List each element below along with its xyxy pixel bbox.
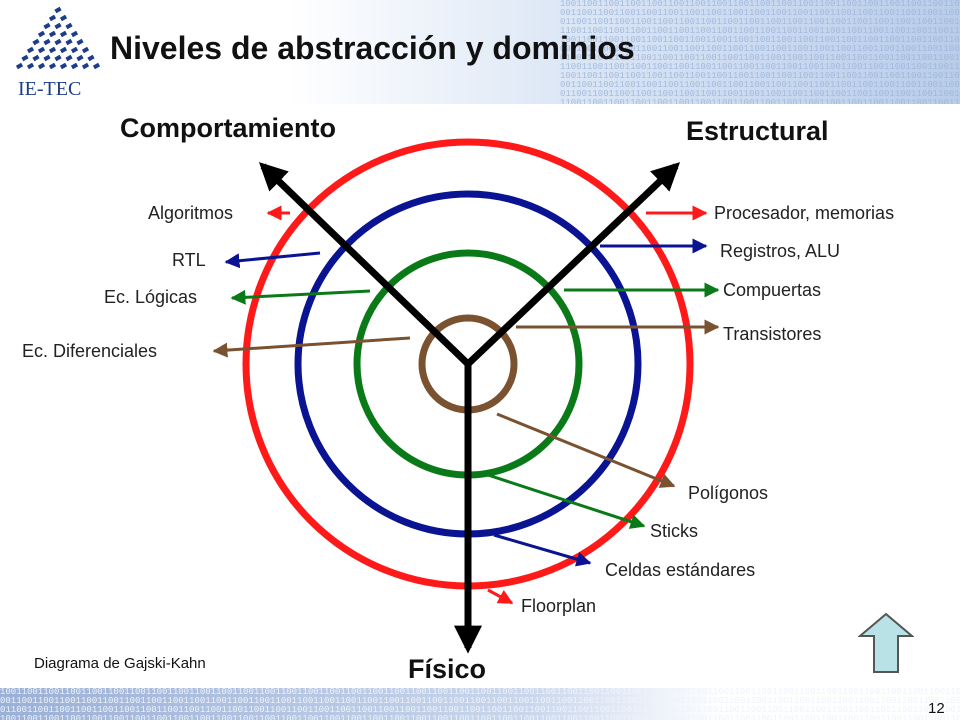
logo-dot: [54, 22, 62, 30]
logo-dot: [43, 22, 51, 30]
logo-dot: [21, 54, 29, 62]
logo-dot: [32, 54, 40, 62]
binary-pattern-bottom: 1001100110011001100110011001100110011001…: [0, 688, 960, 720]
label-registros: Registros, ALU: [720, 241, 841, 261]
logo-dot: [76, 54, 84, 62]
logo-dot: [48, 46, 57, 54]
logo-dot: [65, 22, 73, 30]
logo-dot: [54, 6, 62, 14]
logo-dot: [37, 30, 46, 38]
logo-dot: [59, 14, 68, 22]
axis-label-behavior: Comportamiento: [120, 113, 336, 143]
logo-text: IE-TEC: [18, 78, 82, 100]
logo-dot: [70, 30, 79, 38]
axis-structural: [465, 162, 681, 367]
label-algoritmos: Algoritmos: [148, 203, 234, 223]
page-number: 12: [928, 700, 945, 717]
logo-dot: [15, 62, 24, 70]
label-ec-logicas: Ec. Lógicas: [104, 287, 198, 307]
label-ec-diferenciales: Ec. Diferenciales: [22, 341, 158, 361]
label-rtl: RTL: [172, 250, 206, 270]
logo-dot: [65, 54, 73, 62]
label-floorplan: Floorplan: [521, 596, 597, 616]
logo-dot: [65, 38, 73, 46]
logo-dot: [54, 54, 62, 62]
header-band: [0, 0, 960, 104]
label-poligonos: Polígonos: [688, 483, 769, 503]
logo-dot: [70, 62, 79, 70]
logo-dot: [48, 30, 57, 38]
logo-dot: [43, 38, 51, 46]
binary-pattern-top: 1001100110011001100110011001100110011001…: [560, 0, 960, 104]
logo-dot: [37, 46, 46, 54]
arrow-ec-logicas: [230, 289, 371, 305]
logo-dot: [81, 46, 90, 54]
arrow-celdas: [493, 533, 592, 567]
logo-dot: [26, 46, 35, 54]
arrow-ec-diferenciales: [212, 336, 411, 358]
label-transistores: Transistores: [723, 324, 822, 344]
logo-dot: [43, 54, 51, 62]
page-title: Niveles de abstracción y dominios: [110, 30, 635, 66]
logo-dot: [54, 38, 62, 46]
axis-label-structural: Estructural: [686, 116, 829, 146]
logo-dot: [81, 62, 90, 70]
logo-dot: [59, 62, 68, 70]
axis-behavior: [258, 162, 471, 367]
logo-dot: [59, 46, 68, 54]
label-compuertas: Compuertas: [723, 280, 822, 300]
logo-dot: [37, 62, 46, 70]
arrow-floorplan: [487, 588, 514, 605]
logo-dot: [92, 62, 101, 70]
logo-dot: [70, 46, 79, 54]
arrow-poligonos: [496, 412, 676, 488]
diagram-caption: Diagrama de Gajski-Kahn: [34, 655, 206, 672]
arrow-rtl: [224, 251, 321, 269]
label-procesador: Procesador, memorias: [714, 203, 895, 223]
logo-dot: [48, 62, 57, 70]
label-sticks: Sticks: [650, 521, 699, 541]
logo-dot: [59, 30, 68, 38]
up-arrow-icon[interactable]: [858, 612, 914, 674]
logo-dot: [76, 38, 84, 46]
axis-label-physical: Físico: [408, 654, 487, 684]
ie-tec-logo-icon: [15, 6, 101, 70]
arrow-sticks: [487, 473, 646, 529]
logo-dot: [87, 54, 95, 62]
logo-dot: [32, 38, 40, 46]
logo-dot: [48, 14, 57, 22]
label-celdas: Celdas estándares: [605, 560, 756, 580]
logo-dot: [26, 62, 35, 70]
